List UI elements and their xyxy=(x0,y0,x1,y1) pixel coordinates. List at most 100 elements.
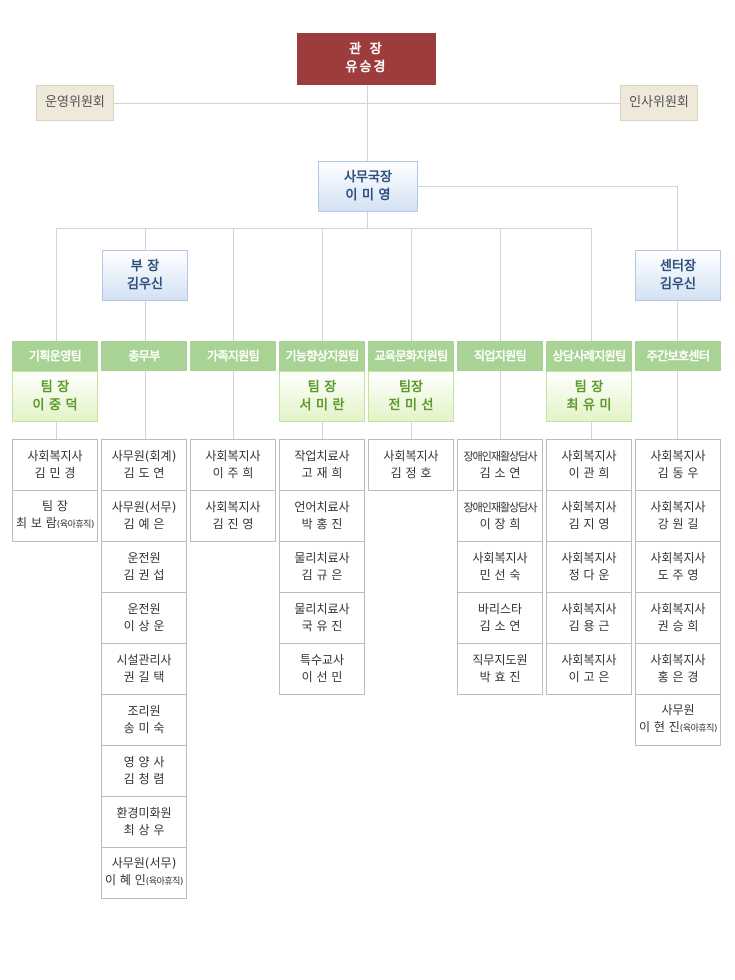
staff-role: 장애인재활상담사 xyxy=(463,450,538,463)
staff-box: 작업치료사 고 재 희 xyxy=(279,439,365,491)
director-title: 관 장 xyxy=(349,42,384,57)
staff-box: 사회복지사 김 진 영 xyxy=(190,490,276,542)
staff-role: 사회복지사 xyxy=(561,551,617,565)
team-leader-function-improvement: 팀 장 서 미 란 xyxy=(279,371,365,422)
staff-name-line: 최 보 람(육아휴직) xyxy=(16,515,94,534)
staff-box: 사회복지사 이 고 은 xyxy=(546,643,632,695)
staff-role: 사회복지사 xyxy=(472,551,528,565)
staff-box: 사회복지사 권 승 희 xyxy=(635,592,721,644)
team-header-function-improvement: 기능향상지원팀 xyxy=(279,341,365,371)
team-name: 총무부 xyxy=(128,349,160,363)
team-leader-counseling-case: 팀 장 최 유 미 xyxy=(546,371,632,422)
staff-name: 김 도 연 xyxy=(123,466,165,480)
staff-note: (육아휴직) xyxy=(56,520,95,530)
staff-name: 김 진 영 xyxy=(212,517,254,531)
secretary-general-box: 사무국장 이 미 영 xyxy=(318,161,418,212)
staff-role: 언어치료사 xyxy=(294,500,350,514)
staff-name: 송 미 숙 xyxy=(123,721,165,735)
leader-name: 전 미 선 xyxy=(388,397,434,413)
staff-box: 사회복지사 정 다 운 xyxy=(546,541,632,593)
staff-name: 이 고 은 xyxy=(568,670,610,684)
staff-role: 사회복지사 xyxy=(383,449,439,463)
staff-box: 운전원 이 상 운 xyxy=(101,592,187,644)
staff-box: 사회복지사 김 용 근 xyxy=(546,592,632,644)
staff-box: 환경미화원 최 상 우 xyxy=(101,796,187,848)
staff-box: 시설관리사 권 길 택 xyxy=(101,643,187,695)
center-head-title: 센터장 xyxy=(660,258,696,274)
staff-role: 사회복지사 xyxy=(650,551,706,565)
center-head-box: 센터장 김우신 xyxy=(635,250,721,301)
leader-title: 팀 장 xyxy=(307,379,337,395)
staff-box: 특수교사 이 선 민 xyxy=(279,643,365,695)
director-box: 관 장 유승경 xyxy=(297,33,436,85)
staff-name: 강 원 길 xyxy=(657,517,699,531)
staff-name: 박 효 진 xyxy=(479,670,521,684)
staff-box: 사회복지사 김 민 경 xyxy=(12,439,98,491)
staff-box: 사회복지사 민 선 숙 xyxy=(457,541,543,593)
staff-box: 사회복지사 김 정 호 xyxy=(368,439,454,491)
staff-name: 김 예 은 xyxy=(123,517,165,531)
staff-name: 김 청 렴 xyxy=(123,772,165,786)
team-header-day-care-center: 주간보호센터 xyxy=(635,341,721,371)
staff-box: 팀 장 최 보 람(육아휴직) xyxy=(12,490,98,542)
staff-name: 이 혜 인 xyxy=(105,873,146,887)
staff-name: 권 승 희 xyxy=(657,619,699,633)
staff-role: 작업치료사 xyxy=(294,449,350,463)
staff-role: 사회복지사 xyxy=(561,602,617,616)
staff-role: 사회복지사 xyxy=(205,449,261,463)
staff-role: 사무원(회계) xyxy=(111,449,177,463)
staff-name: 홍 은 경 xyxy=(657,670,699,684)
leader-title: 팀장 xyxy=(399,379,423,395)
staff-role: 사무원 xyxy=(661,703,695,717)
staff-name: 민 선 숙 xyxy=(479,568,521,582)
personnel-committee-label: 인사위원회 xyxy=(629,95,689,110)
operating-committee-label: 운영위원회 xyxy=(45,95,105,110)
staff-name: 최 보 람 xyxy=(16,516,57,530)
staff-note: (육아휴직) xyxy=(679,724,718,734)
staff-box: 사무원 이 현 진(육아휴직) xyxy=(635,694,721,746)
staff-box: 영 양 사 김 청 렴 xyxy=(101,745,187,797)
staff-role: 특수교사 xyxy=(299,653,345,667)
team-name: 기획운영팀 xyxy=(28,349,82,363)
staff-role: 사회복지사 xyxy=(650,449,706,463)
staff-box: 장애인재활상담사 김 소 연 xyxy=(457,439,543,491)
team-leader-planning: 팀 장 이 중 덕 xyxy=(12,371,98,422)
leader-name: 이 중 덕 xyxy=(32,397,78,413)
staff-box: 사무원(회계) 김 도 연 xyxy=(101,439,187,491)
staff-role: 직무지도원 xyxy=(472,653,528,667)
staff-box: 바리스타 김 소 연 xyxy=(457,592,543,644)
staff-name-line: 이 현 진(육아휴직) xyxy=(639,719,717,738)
staff-role: 운전원 xyxy=(127,551,161,565)
team-name: 교육문화지원팀 xyxy=(374,349,448,363)
team-header-counseling-case: 상담사례지원팀 xyxy=(546,341,632,371)
team-header-general-affairs: 총무부 xyxy=(101,341,187,371)
staff-name: 이 선 민 xyxy=(301,670,343,684)
staff-role: 사회복지사 xyxy=(561,449,617,463)
team-leader-education-culture: 팀장 전 미 선 xyxy=(368,371,454,422)
staff-role: 사회복지사 xyxy=(650,653,706,667)
team-name: 주간보호센터 xyxy=(646,349,710,363)
staff-box: 사회복지사 홍 은 경 xyxy=(635,643,721,695)
staff-role: 사무원(서무) xyxy=(111,500,177,514)
staff-box: 장애인재활상담사 이 장 희 xyxy=(457,490,543,542)
staff-name: 국 유 진 xyxy=(301,619,343,633)
staff-name: 정 다 운 xyxy=(568,568,610,582)
staff-role: 물리치료사 xyxy=(294,602,350,616)
staff-role: 시설관리사 xyxy=(116,653,172,667)
staff-role: 물리치료사 xyxy=(294,551,350,565)
staff-name: 권 길 택 xyxy=(123,670,165,684)
staff-box: 사회복지사 도 주 영 xyxy=(635,541,721,593)
staff-name: 도 주 영 xyxy=(657,568,699,582)
personnel-committee-box: 인사위원회 xyxy=(620,85,698,121)
staff-box: 사회복지사 강 원 길 xyxy=(635,490,721,542)
staff-column-education-culture: 사회복지사 김 정 호 xyxy=(368,439,454,491)
staff-role: 팀 장 xyxy=(42,499,68,513)
staff-role: 사회복지사 xyxy=(561,500,617,514)
director-name: 유승경 xyxy=(345,60,388,75)
staff-role: 사회복지사 xyxy=(650,602,706,616)
team-name: 기능향상지원팀 xyxy=(285,349,359,363)
staff-box: 운전원 김 권 섭 xyxy=(101,541,187,593)
staff-name: 고 재 희 xyxy=(301,466,343,480)
staff-name: 박 홍 진 xyxy=(301,517,343,531)
staff-role: 장애인재활상담사 xyxy=(463,501,538,514)
